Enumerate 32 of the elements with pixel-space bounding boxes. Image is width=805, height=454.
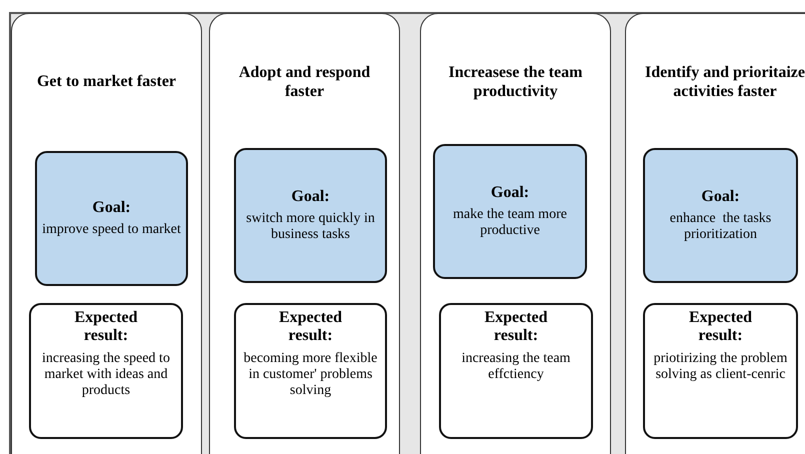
goal-box <box>35 151 188 286</box>
column-heading: Get to market faster <box>36 72 176 92</box>
goal-label: Goal: <box>700 188 741 206</box>
result-label: Expected result: <box>73 309 139 346</box>
goal-box <box>234 148 387 283</box>
goal-box <box>433 144 587 279</box>
column-panel <box>625 13 805 454</box>
description-text: increasing the team effctiency <box>460 350 572 383</box>
column-panel <box>209 13 400 454</box>
result-label: Expected result: <box>278 309 344 346</box>
column-heading: Adopt and respond faster <box>238 62 372 102</box>
goal-label: Goal: <box>91 198 132 218</box>
result-label: Expected result: <box>483 309 549 346</box>
column-heading: Increasese the team productivity <box>448 62 584 102</box>
column-heading: Identify and prioritaize activities faster <box>644 62 805 102</box>
description-text: make the team more productive <box>452 207 568 240</box>
result-label: Expected result: <box>688 309 754 346</box>
description-text: increasing the speed to market with ideas and products <box>41 350 171 400</box>
description-text: priotirizing the problem solving as client-cenric <box>652 350 788 383</box>
result-box <box>643 303 798 439</box>
result-box <box>29 303 183 439</box>
description-text: switch more quickly in business tasks <box>245 211 376 244</box>
description-text: becoming more flexible in customer' problems solving <box>242 350 378 400</box>
result-box <box>439 303 593 439</box>
goal-label: Goal: <box>290 188 331 206</box>
column-panel <box>420 13 611 454</box>
description-text: improve speed to market <box>42 222 181 238</box>
column-panel <box>11 13 202 454</box>
goal-box <box>643 148 798 283</box>
result-box <box>234 303 387 439</box>
goal-label: Goal: <box>490 184 530 202</box>
description-text: enhance the tasks prioritization <box>668 211 772 244</box>
